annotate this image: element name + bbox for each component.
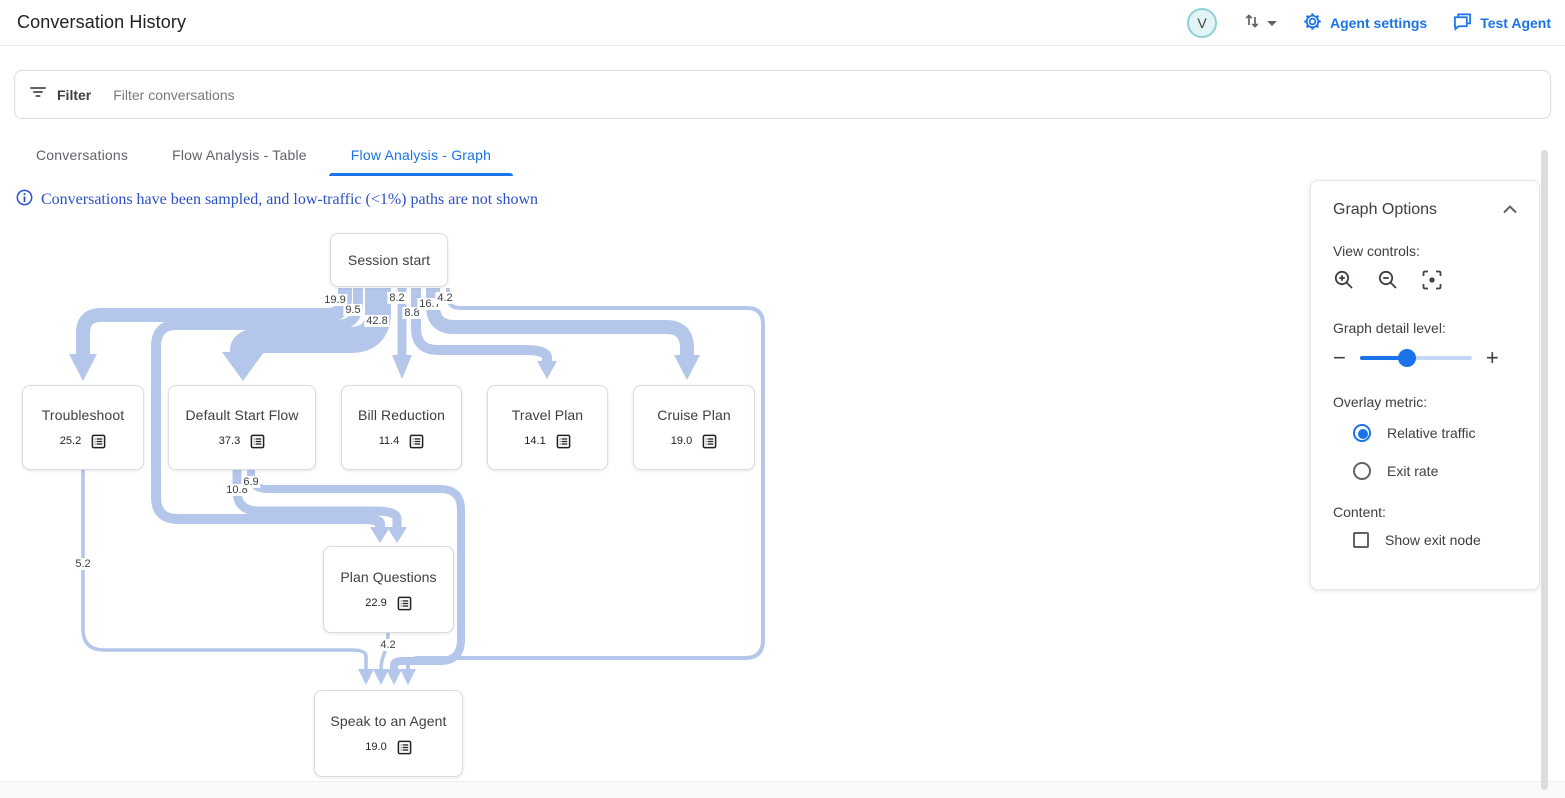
- info-icon: [16, 189, 33, 211]
- view-controls-label: View controls:: [1333, 243, 1420, 259]
- checkbox-unchecked-icon: [1353, 532, 1369, 548]
- vertical-scrollbar[interactable]: [1541, 150, 1548, 790]
- edge-label: 8.2: [387, 292, 407, 304]
- node-traffic-value: 22.9: [365, 597, 387, 609]
- show-exit-node-label: Show exit node: [1385, 532, 1481, 548]
- graph-detail-label: Graph detail level:: [1333, 320, 1446, 336]
- slider-thumb[interactable]: [1397, 349, 1416, 367]
- tab-flow-analysis-graph[interactable]: Flow Analysis - Graph: [328, 133, 514, 176]
- edge-label: 4.2: [378, 639, 398, 651]
- tab-conversations[interactable]: Conversations: [36, 146, 129, 163]
- zoom-in-button[interactable]: [1333, 269, 1355, 296]
- node-traffic-value: 37.3: [218, 435, 241, 447]
- zoom-out-icon: [1377, 269, 1399, 296]
- show-exit-node-checkbox-row[interactable]: Show exit node: [1353, 532, 1517, 548]
- center-focus-icon: [1421, 269, 1443, 296]
- node-traffic-value: 19.0: [365, 741, 387, 753]
- node-title: Troubleshoot: [41, 406, 125, 423]
- agent-settings-button[interactable]: Agent settings: [1303, 12, 1427, 34]
- sampling-notice: Conversations have been sampled, and low…: [16, 189, 538, 211]
- tab-bar: Conversations Flow Analysis - Table Flow…: [14, 133, 514, 176]
- radio-selected-icon: [1353, 424, 1371, 442]
- content-label: Content:: [1333, 504, 1386, 520]
- test-agent-button[interactable]: Test Agent: [1453, 12, 1551, 34]
- node-bill-reduction[interactable]: Bill Reduction 11.4: [341, 385, 462, 470]
- top-header: Conversation History V: [0, 0, 1565, 46]
- node-title: Travel Plan: [511, 406, 584, 423]
- graph-options-panel: Graph Options View controls: Graph detai…: [1310, 180, 1540, 590]
- node-traffic-value: 11.4: [378, 435, 400, 447]
- node-speak-to-an-agent[interactable]: Speak to an Agent 19.0: [314, 690, 463, 777]
- filter-bar[interactable]: Filter: [14, 70, 1551, 119]
- node-details-list-icon[interactable]: [250, 434, 265, 449]
- node-title: Cruise Plan: [657, 406, 731, 423]
- filter-conversations-input[interactable]: [113, 86, 514, 103]
- page-title: Conversation History: [17, 12, 187, 32]
- graph-detail-slider[interactable]: [1359, 349, 1472, 367]
- chat-icon: [1453, 12, 1472, 34]
- gear-icon: [1303, 12, 1322, 34]
- node-default-start-flow[interactable]: Default Start Flow 37.3: [168, 385, 316, 470]
- collapse-panel-button[interactable]: [1503, 201, 1517, 219]
- bottom-edge: [0, 781, 1565, 798]
- avatar[interactable]: V: [1186, 8, 1217, 38]
- node-traffic-value: 19.0: [670, 435, 693, 447]
- overlay-metric-label: Overlay metric:: [1333, 394, 1428, 410]
- radio-unselected-icon: [1353, 462, 1371, 480]
- edge-label: 5.2: [73, 558, 93, 570]
- chevron-down-icon: [1266, 20, 1277, 26]
- recenter-button[interactable]: [1421, 269, 1443, 296]
- detail-increase-button[interactable]: +: [1485, 345, 1499, 370]
- node-session-start[interactable]: Session start: [330, 233, 448, 287]
- node-traffic-value: 25.2: [59, 435, 82, 447]
- sampling-notice-text: Conversations have been sampled, and low…: [41, 191, 539, 208]
- node-details-list-icon[interactable]: [91, 434, 106, 449]
- node-title: Session start: [347, 252, 431, 268]
- node-title: Bill Reduction: [358, 406, 445, 423]
- radio-exit-rate[interactable]: Exit rate: [1353, 462, 1517, 480]
- chevron-up-icon: [1503, 201, 1517, 219]
- radio-relative-traffic[interactable]: Relative traffic: [1353, 424, 1517, 442]
- agent-settings-label: Agent settings: [1329, 15, 1428, 31]
- edge-label: 6.9: [241, 476, 261, 488]
- node-details-list-icon[interactable]: [556, 434, 571, 449]
- node-troubleshoot[interactable]: Troubleshoot 25.2: [22, 385, 144, 470]
- node-title: Default Start Flow: [185, 406, 299, 423]
- node-travel-plan[interactable]: Travel Plan 14.1: [487, 385, 608, 470]
- sort-arrows-icon: [1243, 12, 1261, 35]
- tab-flow-analysis-table[interactable]: Flow Analysis - Table: [172, 146, 307, 163]
- edge-label: 42.8: [364, 315, 390, 327]
- node-details-list-icon[interactable]: [397, 740, 412, 755]
- edge-label: 4.2: [435, 292, 455, 304]
- detail-decrease-button[interactable]: −: [1333, 345, 1346, 370]
- node-details-list-icon[interactable]: [702, 434, 717, 449]
- graph-options-title: Graph Options: [1333, 201, 1438, 218]
- zoom-out-button[interactable]: [1377, 269, 1399, 296]
- node-details-list-icon[interactable]: [409, 434, 424, 449]
- node-plan-questions[interactable]: Plan Questions 22.9: [323, 546, 454, 633]
- zoom-in-icon: [1333, 269, 1355, 296]
- filter-icon: [29, 83, 47, 106]
- node-title: Speak to an Agent: [330, 712, 447, 729]
- sort-control[interactable]: [1243, 12, 1277, 35]
- filter-label: Filter: [57, 86, 92, 103]
- test-agent-label: Test Agent: [1480, 15, 1551, 31]
- edge-label: 9.5: [343, 304, 363, 316]
- node-details-list-icon[interactable]: [397, 596, 412, 611]
- node-traffic-value: 14.1: [524, 435, 546, 447]
- node-cruise-plan[interactable]: Cruise Plan 19.0: [633, 385, 755, 470]
- node-title: Plan Questions: [340, 568, 437, 585]
